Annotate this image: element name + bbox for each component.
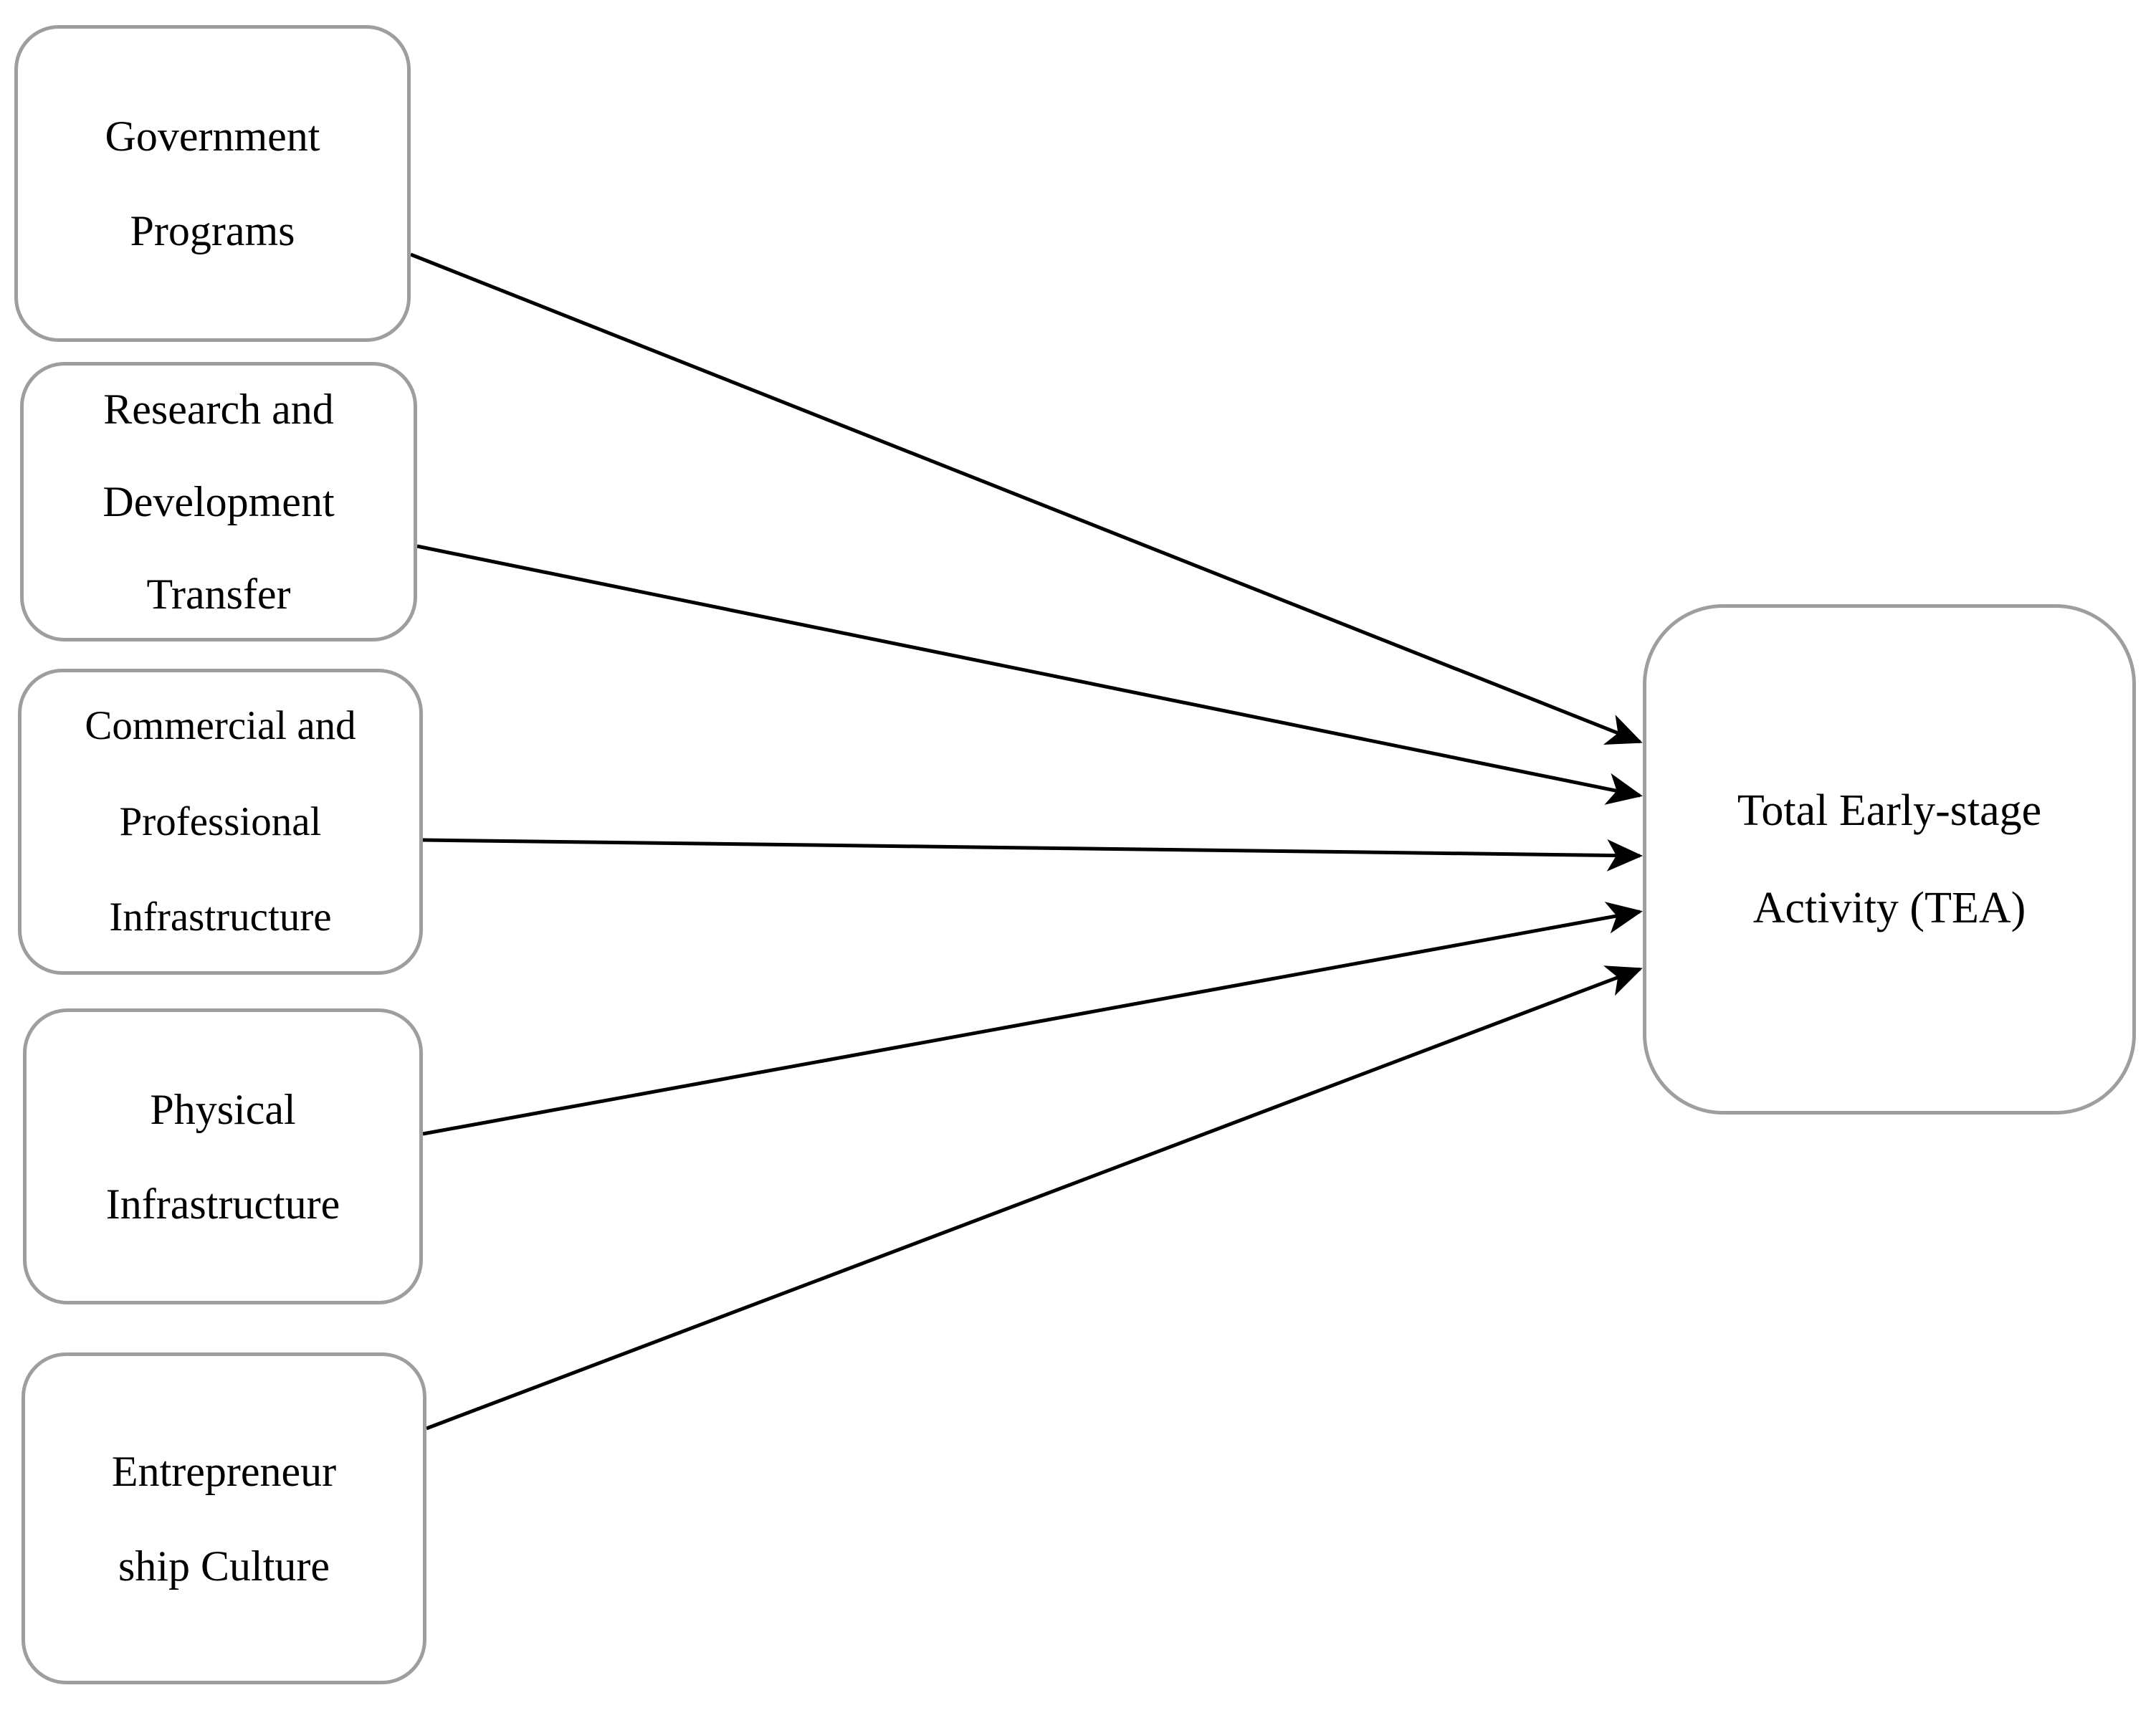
arrow-government-programs-to-tea — [410, 252, 1643, 745]
arrow-entrepreneurship-culture-to-tea — [426, 965, 1643, 1431]
node-research-development-transfer-label: Research and Development Transfer — [102, 385, 335, 618]
node-entrepreneurship-culture-label: Entrepreneur ship Culture — [111, 1447, 337, 1590]
arrow-commercial-professional-infrastructure-to-tea — [422, 838, 1643, 872]
node-physical-infrastructure-label: Physical Infrastructure — [105, 1085, 340, 1228]
node-government-programs-label: Government Programs — [105, 113, 320, 254]
node-commercial-professional-infrastructure: Commercial and Professional Infrastructu… — [18, 669, 423, 975]
node-research-development-transfer: Research and Development Transfer — [20, 362, 417, 641]
arrow-research-development-transfer-to-tea — [416, 544, 1643, 805]
node-commercial-professional-infrastructure-label: Commercial and Professional Infrastructu… — [85, 702, 356, 940]
node-physical-infrastructure: Physical Infrastructure — [23, 1008, 423, 1304]
node-total-early-stage-activity: Total Early-stage Activity (TEA) — [1643, 604, 2136, 1115]
node-total-early-stage-activity-label: Total Early-stage Activity (TEA) — [1737, 786, 2042, 932]
node-entrepreneurship-culture: Entrepreneur ship Culture — [22, 1352, 426, 1684]
arrow-physical-infrastructure-to-tea — [422, 902, 1643, 1136]
node-government-programs: Government Programs — [14, 25, 411, 342]
